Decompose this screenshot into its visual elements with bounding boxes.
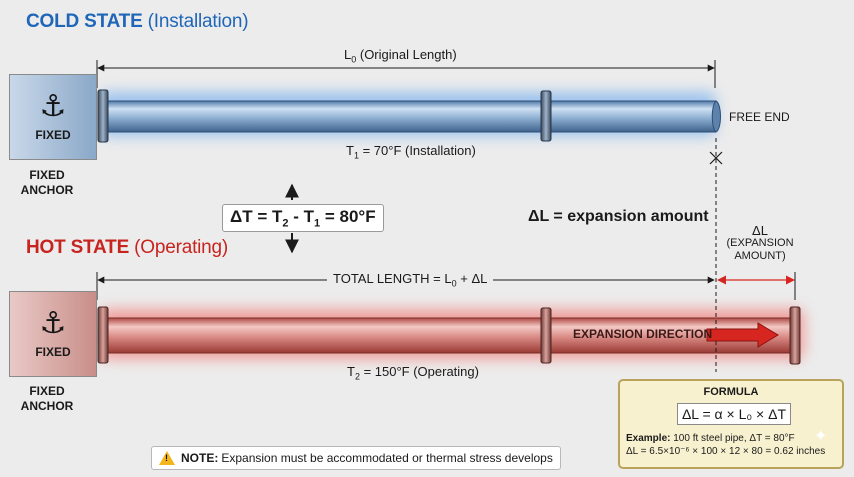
- delta-t-s1: 2: [282, 217, 289, 230]
- delta-l-line3: AMOUNT): [734, 250, 786, 262]
- hot-flange-mid: [540, 307, 552, 364]
- hot-fixed-anchor-box: ⚓ FIXED: [9, 291, 97, 377]
- cold-state-title-main: COLD STATE: [26, 11, 143, 32]
- note-label: NOTE:: [181, 451, 219, 465]
- hot-pipe: [97, 306, 804, 365]
- hot-pipe-body: [103, 317, 797, 354]
- anchor-icon: ⚓: [39, 90, 67, 123]
- cold-fixed-anchor-box: ⚓ FIXED: [9, 74, 97, 160]
- delta-t-box: ΔT = T2 - T1 = 80°F: [222, 204, 384, 233]
- t1-label: T1 = 70°F (Installation): [346, 143, 476, 161]
- t1-label-main: T: [346, 143, 354, 158]
- formula-example: Example: 100 ft steel pipe, ΔT = 80°F ΔL…: [626, 432, 825, 458]
- l0-label-rest: (Original Length): [356, 47, 457, 62]
- hot-flange-anchor: [97, 306, 109, 364]
- expansion-direction-arrow: [706, 322, 779, 348]
- free-end-label: FREE END: [729, 110, 790, 124]
- cold-pipe: [97, 89, 721, 143]
- sparkle-icon: ✦: [814, 428, 828, 445]
- t2-label: T2 = 150°F (Operating): [347, 364, 479, 382]
- total-length-sub: 0: [451, 278, 457, 289]
- formula-example-label: Example:: [626, 433, 671, 444]
- delta-t-p2: - T: [288, 207, 314, 226]
- hot-state-title-sub: (Operating): [134, 237, 229, 258]
- cold-pipe-body: [103, 100, 717, 133]
- total-length-main: TOTAL LENGTH = L: [333, 271, 452, 286]
- l0-label: L0 (Original Length): [344, 47, 457, 65]
- l0-label-sub: 0: [351, 54, 357, 65]
- hot-state-title-main: HOT STATE: [26, 237, 130, 258]
- original-end-marker: [709, 151, 723, 165]
- cold-flange-mid: [540, 90, 552, 142]
- cold-anchor-word: FIXED: [35, 128, 71, 142]
- formula-title: FORMULA: [703, 386, 759, 398]
- formula-equation: ΔL = α × L₀ × ΔT: [677, 403, 791, 425]
- total-length-label: TOTAL LENGTH = L0 + ΔL: [327, 271, 494, 289]
- delta-t-p1: ΔT = T: [230, 207, 283, 226]
- t2-label-main: T: [347, 364, 355, 379]
- cold-anchor-caption-line2: ANCHOR: [20, 183, 74, 197]
- hot-flange-end: [789, 306, 801, 365]
- cold-flange-anchor: [97, 89, 109, 143]
- total-length-rest: + ΔL: [456, 271, 488, 286]
- note-text: Expansion must be accommodated or therma…: [221, 451, 553, 465]
- warning-icon: !: [159, 451, 175, 465]
- delta-l-label: ΔL (EXPANSION AMOUNT): [722, 224, 798, 263]
- hot-anchor-caption: FIXED ANCHOR: [17, 384, 77, 414]
- expansion-direction-label: EXPANSION DIRECTION: [573, 327, 713, 341]
- formula-example-text: 100 ft steel pipe, ΔT = 80°F: [670, 433, 795, 444]
- formula-calculation: ΔL = 6.5×10⁻⁶ × 100 × 12 × 80 = 0.62 inc…: [626, 446, 826, 457]
- expansion-amount-label: ΔL = expansion amount: [528, 208, 709, 225]
- cold-anchor-caption: FIXED ANCHOR: [17, 168, 77, 198]
- cold-state-title-sub: (Installation): [147, 11, 249, 32]
- hot-anchor-caption-line2: ANCHOR: [20, 399, 74, 413]
- delta-t-s2: 1: [314, 217, 321, 230]
- t1-label-sub: 1: [353, 150, 359, 161]
- delta-t-p3: = 80°F: [320, 207, 376, 226]
- delta-l-line2: (EXPANSION: [726, 237, 794, 249]
- delta-l-symbol: ΔL: [752, 223, 768, 238]
- l0-label-main: L: [344, 47, 352, 62]
- anchor-icon: ⚓: [39, 307, 67, 340]
- t2-label-rest: = 150°F (Operating): [359, 364, 479, 379]
- formula-box: FORMULA ΔL = α × L₀ × ΔT Example: 100 ft…: [618, 379, 844, 469]
- t1-label-rest: = 70°F (Installation): [358, 143, 476, 158]
- cold-state-title: COLD STATE (Installation): [26, 11, 249, 33]
- cold-pipe-free-end: [711, 100, 721, 133]
- hot-anchor-caption-line1: FIXED: [29, 384, 65, 398]
- cold-anchor-caption-line1: FIXED: [29, 168, 65, 182]
- hot-anchor-word: FIXED: [35, 345, 71, 359]
- hot-state-title: HOT STATE (Operating): [26, 237, 228, 259]
- t2-label-sub: 2: [354, 371, 360, 382]
- note-banner: ! NOTE: Expansion must be accommodated o…: [151, 446, 561, 470]
